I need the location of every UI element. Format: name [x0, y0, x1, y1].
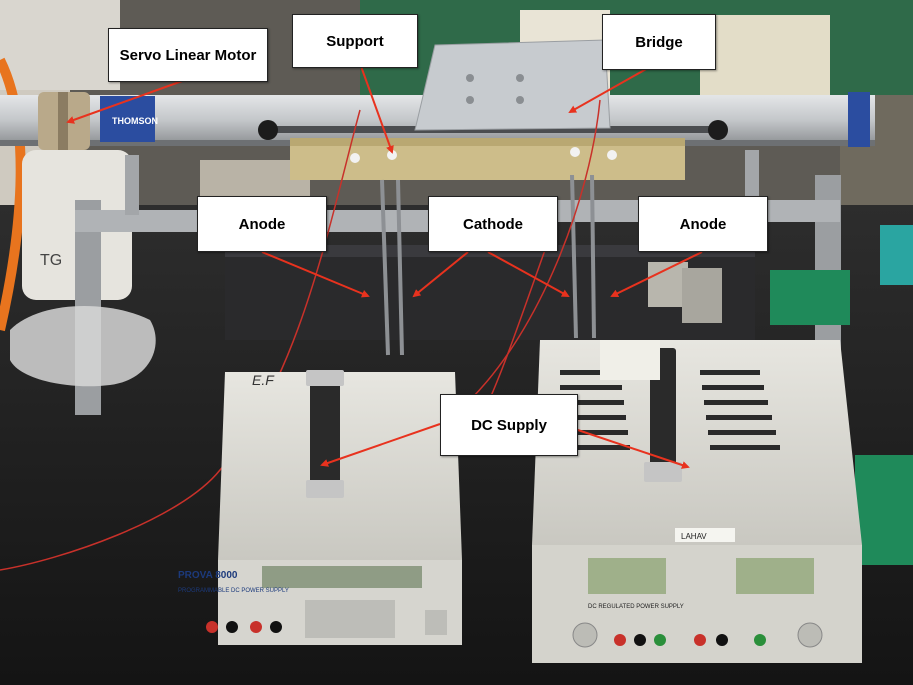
support-label: Support [292, 14, 418, 68]
lcd-display [588, 558, 666, 594]
bridge-label: Bridge [602, 14, 716, 70]
svg-text:E.F: E.F [252, 372, 275, 388]
plastic-bag [10, 306, 156, 387]
dc-supply-label: DC Supply [440, 394, 578, 456]
svg-text:PROGRAMMABLE DC POWER SUPPLY: PROGRAMMABLE DC POWER SUPPLY [178, 588, 289, 594]
carry-handle [310, 382, 340, 492]
servo-motor [38, 92, 90, 150]
right-power-supply [532, 340, 862, 663]
svg-text:PROVA 8000: PROVA 8000 [178, 570, 238, 581]
lcd-display [736, 558, 814, 594]
orange-hose [0, 57, 26, 332]
servo-linear-motor-label: Servo Linear Motor [108, 28, 268, 82]
bridge-plate [414, 39, 611, 131]
svg-text:LAHAV: LAHAV [681, 532, 707, 541]
green-basket [855, 455, 913, 565]
svg-text:TG: TG [40, 252, 62, 269]
svg-text:DC REGULATED POWER SUPPLY: DC REGULATED POWER SUPPLY [588, 604, 684, 610]
callout-arrows [66, 57, 703, 469]
anode-left-label: Anode [197, 196, 327, 252]
svg-text:THOMSON: THOMSON [112, 116, 158, 126]
lcd-display [262, 566, 422, 588]
electrodes [380, 174, 596, 356]
left-power-supply [206, 370, 462, 645]
metal-plate [682, 268, 722, 323]
thomson-badge [100, 96, 155, 142]
green-basket [770, 270, 850, 325]
cathode-label: Cathode [428, 196, 558, 252]
anode-right-label: Anode [638, 196, 768, 252]
vent-slots [560, 370, 780, 450]
support-carriage [290, 138, 685, 180]
